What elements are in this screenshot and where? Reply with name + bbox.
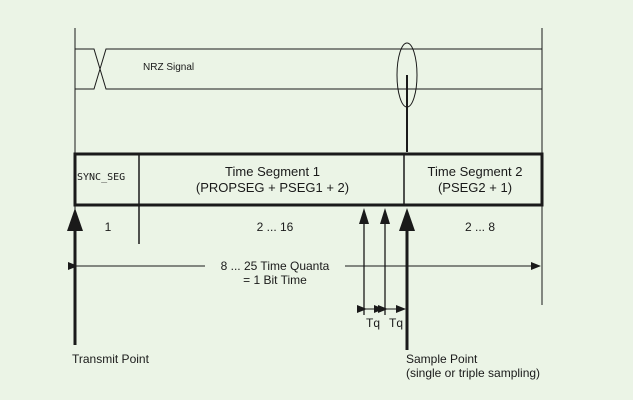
bit-time-box xyxy=(73,152,544,207)
transmit-point-arrow xyxy=(67,208,83,345)
seg1-label: Time Segment 1 (PROPSEG + PSEG1 + 2) xyxy=(150,164,395,195)
tq-arrow-1 xyxy=(359,208,369,315)
sync-seg-label: SYNC_SEG xyxy=(77,172,126,183)
seg2-range: 2 ... 8 xyxy=(464,220,496,234)
seg2-label-line2: (PSEG2 + 1) xyxy=(437,179,513,195)
tq-arrow-2 xyxy=(380,208,390,315)
sync-range: 1 xyxy=(104,220,112,234)
nrz-signal-label: NRZ Signal xyxy=(143,62,195,73)
seg1-range: 2 ... 16 xyxy=(256,220,294,234)
bit-time-line1: 8 ... 25 Time Quanta xyxy=(220,259,330,273)
seg1-label-line1: Time Segment 1 xyxy=(225,164,320,179)
tq-label-right: Tq xyxy=(389,316,404,330)
sample-point-label: Sample Point (single or triple sampling) xyxy=(406,352,540,381)
seg2-label-line1: Time Segment 2 xyxy=(427,164,523,179)
nrz-signal xyxy=(75,48,542,90)
seg2-label: Time Segment 2 (PSEG2 + 1) xyxy=(410,164,540,195)
sample-point-arrow xyxy=(399,208,415,350)
bit-time-line2: = 1 Bit Time xyxy=(243,273,307,288)
transmit-point-label: Transmit Point xyxy=(72,352,149,366)
sample-point-line1: Sample Point xyxy=(406,352,478,366)
sample-point-line2: (single or triple sampling) xyxy=(406,366,541,381)
bit-time-label: 8 ... 25 Time Quanta = 1 Bit Time xyxy=(195,259,355,288)
tq-label-left: Tq xyxy=(366,316,381,330)
seg1-label-line2: (PROPSEG + PSEG1 + 2) xyxy=(195,179,350,195)
